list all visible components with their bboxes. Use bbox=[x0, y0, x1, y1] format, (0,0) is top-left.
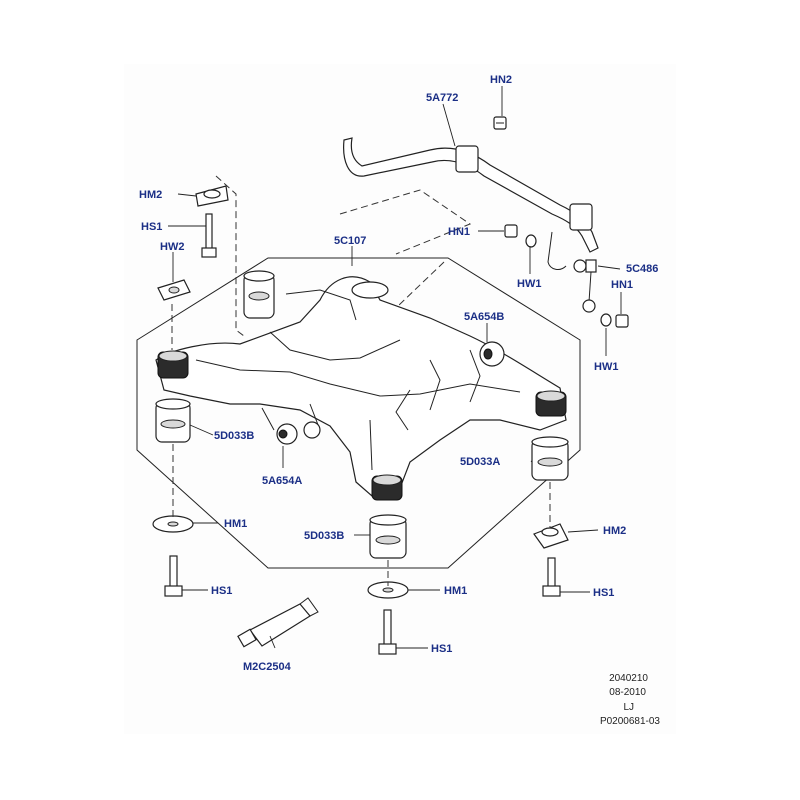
nut-hn1-right bbox=[615, 314, 629, 328]
footer-reference: 2040210 08-2010 LJ P0200681-03 bbox=[600, 673, 660, 727]
dash-line-bar-to-subframe bbox=[339, 189, 472, 255]
bushing-subframe-right bbox=[535, 390, 567, 417]
callout-labels: HN2 5A772 HM2 HS1 HW2 5C107 HN1 HW1 5C48… bbox=[139, 74, 658, 673]
label-hs1-left: HS1 bbox=[141, 221, 162, 233]
label-hn1-right: HN1 bbox=[611, 279, 633, 291]
label-5d033a: 5D033A bbox=[460, 456, 500, 468]
washer-hw1-mid bbox=[525, 234, 537, 248]
label-5c107: 5C107 bbox=[334, 235, 366, 247]
label-hs1-center: HS1 bbox=[431, 643, 452, 655]
sealant-tube bbox=[237, 597, 319, 648]
bolt-hs1-left-top bbox=[201, 213, 217, 258]
anti-roll-bar bbox=[343, 137, 599, 270]
bushing-5d033b-center bbox=[369, 514, 407, 559]
label-5a772: 5A772 bbox=[426, 92, 458, 104]
dash-line-subframe-right bbox=[397, 261, 445, 307]
footer-line-3: LJ bbox=[623, 702, 634, 713]
footer-line-1: 2040210 bbox=[609, 673, 648, 684]
bushing-5d033b-left bbox=[155, 398, 191, 443]
mount-bracket-hm2-left bbox=[195, 185, 229, 207]
nut-hn1-mid bbox=[504, 224, 518, 238]
label-m2c2504: M2C2504 bbox=[243, 661, 292, 673]
mount-plate-hm1-left bbox=[152, 515, 194, 533]
drop-link bbox=[573, 259, 597, 313]
bolt-hs1-right bbox=[542, 557, 561, 597]
bushing-5d033a bbox=[531, 436, 569, 481]
label-hn1-mid: HN1 bbox=[448, 226, 470, 238]
label-5a654a: 5A654A bbox=[262, 475, 302, 487]
dash-line-left-top bbox=[215, 175, 245, 337]
bushing-5a654b bbox=[479, 341, 505, 367]
rear-subframe bbox=[155, 276, 567, 497]
label-hw1-mid: HW1 bbox=[517, 278, 541, 290]
label-5a654b: 5A654B bbox=[464, 311, 504, 323]
washer-hw2 bbox=[157, 279, 191, 301]
label-hm1-left: HM1 bbox=[224, 518, 247, 530]
label-hw1-right: HW1 bbox=[594, 361, 618, 373]
bushing-upper-left bbox=[243, 270, 275, 319]
washer-hw1-right bbox=[600, 313, 612, 327]
bushing-subframe-left bbox=[157, 350, 189, 379]
mount-bracket-hm2-right bbox=[533, 523, 569, 549]
bolt-hs1-bottom-left bbox=[164, 555, 183, 597]
label-hm1-center: HM1 bbox=[444, 585, 467, 597]
label-5d033b-center: 5D033B bbox=[304, 530, 344, 542]
bushing-subframe-center bbox=[371, 474, 403, 501]
label-hn2-top: HN2 bbox=[490, 74, 512, 86]
nut-hn2-top bbox=[493, 116, 507, 130]
footer-line-2: 08-2010 bbox=[609, 687, 646, 698]
label-hs1-right: HS1 bbox=[593, 587, 614, 599]
subframe-enclosure bbox=[136, 257, 581, 569]
bushing-5a654a bbox=[276, 421, 321, 445]
footer-line-4: P0200681-03 bbox=[600, 716, 660, 727]
label-hw2: HW2 bbox=[160, 241, 184, 253]
leader-lines bbox=[168, 86, 622, 649]
label-hm2-right: HM2 bbox=[603, 525, 626, 537]
label-5d033b-left: 5D033B bbox=[214, 430, 254, 442]
label-hs1-bottom-left: HS1 bbox=[211, 585, 232, 597]
label-5c486: 5C486 bbox=[626, 263, 658, 275]
label-hm2-left: HM2 bbox=[139, 189, 162, 201]
bolt-hs1-center bbox=[378, 609, 397, 655]
